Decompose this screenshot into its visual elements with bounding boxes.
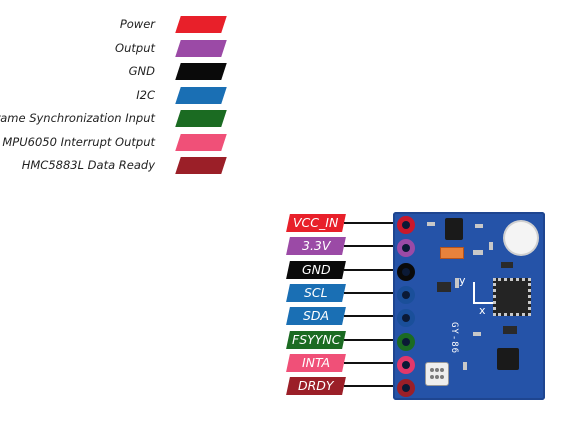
legend-row: MPU6050 Interrupt Output (0, 132, 240, 156)
pin-wire (344, 361, 404, 364)
legend-label: Output (115, 40, 155, 55)
pin-label-text: DRDY (298, 378, 334, 394)
legend-label: Frame Synchronization Input (0, 111, 155, 125)
legend-swatch (175, 86, 227, 104)
pin-hole (397, 216, 415, 234)
axis-x-label: x (479, 304, 486, 317)
legend-swatch (175, 39, 227, 57)
pin-label-text: INTA (301, 354, 331, 370)
legend-swatch (175, 133, 227, 151)
legend-label: GND (128, 64, 155, 78)
legend-swatch (175, 157, 227, 174)
smd-component (503, 326, 517, 334)
mpu6050-chip (493, 278, 531, 316)
smd-component (455, 278, 459, 288)
pin-hole (397, 239, 415, 258)
pin-label: GND (286, 260, 346, 279)
smd-component (463, 362, 467, 370)
pin-wire (344, 222, 404, 224)
pin-label: VCC_IN (286, 214, 346, 232)
pin-label-text: VCC_IN (293, 215, 339, 230)
axis-x-arrow (473, 302, 493, 304)
regulator-chip (445, 218, 463, 240)
pin-wire (344, 291, 404, 294)
pin-label-text: SCL (304, 284, 328, 300)
legend-swatch (175, 110, 227, 127)
barometer-sensor (425, 362, 449, 386)
pin-hole (397, 262, 415, 281)
tantalum-capacitor (440, 247, 464, 259)
axis-y-label: y (459, 274, 466, 287)
legend-label: MPU6050 Interrupt Output (2, 134, 155, 149)
pin-label: SCL (286, 283, 346, 302)
pin-label: SDA (286, 307, 346, 326)
legend-label: Power (119, 17, 155, 31)
smd-component (437, 282, 451, 292)
legend-swatch (175, 63, 227, 80)
pin-hole (397, 332, 415, 351)
pin-label: FSYYNC (286, 330, 346, 349)
legend-row: HMC5883L Data Ready (0, 155, 240, 179)
legend-row: Frame Synchronization Input (0, 108, 240, 132)
pin-wire (344, 338, 404, 341)
legend-row: GND (0, 61, 240, 85)
pin-label-text: GND (301, 261, 331, 277)
pin-label-text: 3.3V (301, 238, 331, 254)
legend-label: HMC5883L Data Ready (21, 158, 155, 172)
smd-component (489, 242, 493, 250)
pin-label-text: SDA (302, 308, 330, 324)
pin-wire (344, 315, 404, 318)
pin-label-text: FSYYNC (291, 331, 341, 347)
smd-component (427, 222, 435, 226)
mounting-hole (505, 222, 537, 254)
pin-hole (397, 379, 415, 398)
pin-wire (344, 268, 404, 271)
pin-hole (397, 285, 415, 304)
pin-wire (344, 245, 404, 248)
hmc5883l-chip (497, 348, 519, 370)
legend-label: I2C (136, 87, 155, 102)
legend-row: I2C (0, 85, 240, 109)
legend-row: Output (0, 38, 240, 62)
pin-hole (397, 309, 415, 328)
smd-component (473, 332, 481, 336)
board-model-label: GY-86 (449, 322, 459, 355)
legend-swatch (175, 16, 227, 33)
pin-label: 3.3V (286, 237, 346, 256)
pin-hole (397, 355, 415, 374)
smd-component (501, 262, 513, 268)
pin-label: DRDY (286, 377, 346, 396)
pin-wire (344, 385, 404, 388)
smd-component (473, 250, 483, 255)
smd-component (475, 224, 483, 228)
pin-label: INTA (286, 353, 346, 372)
gy86-board: y x GY-86 (393, 212, 545, 400)
legend-row: Power (0, 14, 240, 38)
axis-y-arrow (473, 282, 475, 304)
